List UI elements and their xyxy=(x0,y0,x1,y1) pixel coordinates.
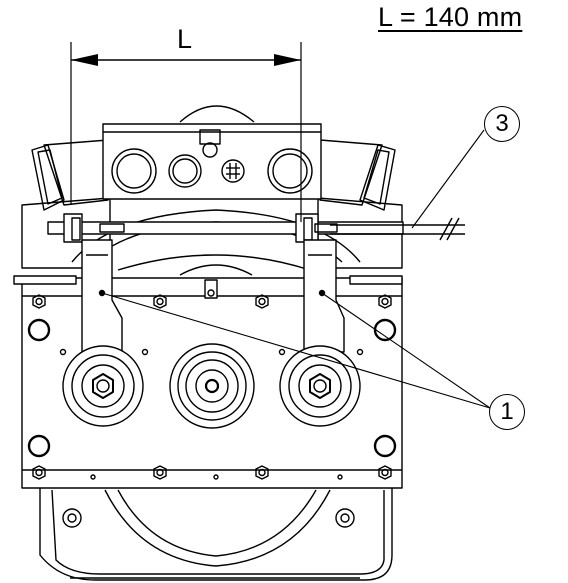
bolt-row-bottom xyxy=(32,465,392,480)
dimension-symbol: L xyxy=(177,24,193,54)
callout-item-1: 1 xyxy=(489,394,525,430)
spring-bracket-right xyxy=(303,239,345,353)
lower-housing xyxy=(39,488,393,581)
mount-hole-right xyxy=(335,508,355,528)
wheel-right xyxy=(279,345,361,427)
cable-item-3 xyxy=(330,217,465,241)
bolt-row-top xyxy=(32,294,392,309)
cable-gland-2 xyxy=(168,154,202,188)
callout-item-3: 3 xyxy=(484,106,520,142)
leader-lines xyxy=(101,129,491,409)
connection-box xyxy=(102,123,322,200)
center-hook xyxy=(179,264,253,299)
cable-gland-3 xyxy=(267,148,313,194)
wheel-left xyxy=(62,345,144,427)
wheel-center xyxy=(169,343,255,429)
mount-hole-left xyxy=(62,508,82,528)
dimension-l xyxy=(70,42,302,222)
upper-housing xyxy=(21,105,403,269)
bracket-rod xyxy=(47,213,404,243)
vent-plug xyxy=(221,159,245,183)
dimension-note: L = 140 mm xyxy=(378,2,523,32)
spring-bracket-left xyxy=(81,239,123,353)
cable-gland-1 xyxy=(111,148,157,194)
